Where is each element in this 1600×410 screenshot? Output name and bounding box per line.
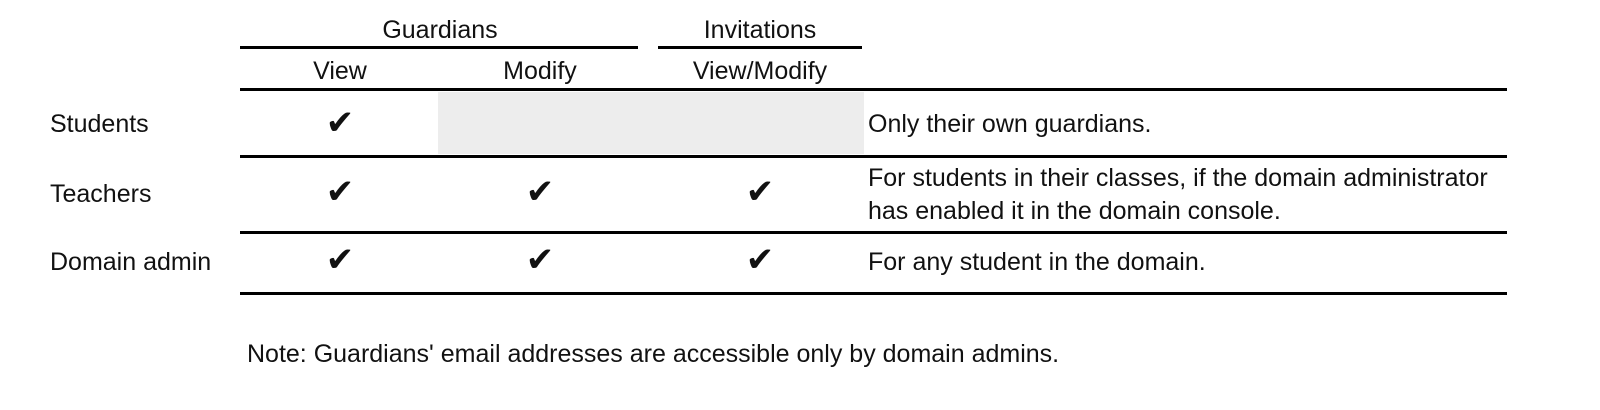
row-label-teachers-text: Teachers <box>50 180 152 208</box>
check-teachers-guardians-modify: ✔ <box>500 175 580 209</box>
spanner-header-guardians: Guardians <box>280 14 600 46</box>
check-students-guardians-view: ✔ <box>300 106 380 140</box>
row-label-domain-admin: Domain admin <box>50 246 211 278</box>
table-bottom-rule <box>240 292 1507 295</box>
check-teachers-invitations-view-modify: ✔ <box>720 175 800 209</box>
row-rule-after-teachers <box>240 231 1507 234</box>
check-domain-admin-guardians-view: ✔ <box>300 243 380 277</box>
row-label-students: Students <box>50 108 149 140</box>
row-description-domain-admin-text: For any student in the domain. <box>868 248 1206 276</box>
column-header-guardians-modify-label: Modify <box>503 57 577 85</box>
row-description-teachers: For students in their classes, if the do… <box>868 162 1513 228</box>
check-icon: ✔ <box>745 240 775 280</box>
row-rule-after-students <box>240 155 1507 158</box>
check-icon: ✔ <box>325 103 355 143</box>
check-domain-admin-guardians-modify: ✔ <box>500 243 580 277</box>
spanner-header-invitations: Invitations <box>640 14 880 46</box>
row-description-students: Only their own guardians. <box>868 108 1151 140</box>
row-description-teachers-text: For students in their classes, if the do… <box>868 164 1488 225</box>
column-header-invitations-view-modify-label: View/Modify <box>692 57 828 85</box>
row-description-domain-admin: For any student in the domain. <box>868 246 1206 278</box>
spanner-header-invitations-label: Invitations <box>703 16 817 44</box>
check-icon: ✔ <box>525 172 555 212</box>
column-header-guardians-view: View <box>260 55 420 87</box>
row-label-domain-admin-text: Domain admin <box>50 248 212 276</box>
header-bottom-rule <box>240 88 1507 91</box>
row-description-students-text: Only their own guardians. <box>868 110 1152 138</box>
spanner-rule-invitations <box>658 46 862 49</box>
column-header-guardians-view-label: View <box>313 57 367 85</box>
check-icon: ✔ <box>525 240 555 280</box>
column-header-invitations-view-modify: View/Modify <box>650 55 870 87</box>
check-icon: ✔ <box>325 172 355 212</box>
row-students-disabled-cells-shading <box>438 92 864 154</box>
spanner-header-guardians-label: Guardians <box>382 16 498 44</box>
check-icon: ✔ <box>745 172 775 212</box>
table-footnote-text: Note: Guardians' email addresses are acc… <box>247 340 1060 368</box>
column-header-guardians-modify: Modify <box>450 55 630 87</box>
row-label-students-text: Students <box>50 110 149 138</box>
row-label-teachers: Teachers <box>50 178 151 210</box>
spanner-rule-guardians <box>240 46 638 49</box>
table-footnote: Note: Guardians' email addresses are acc… <box>247 340 1059 369</box>
check-domain-admin-invitations-view-modify: ✔ <box>720 243 800 277</box>
check-icon: ✔ <box>325 240 355 280</box>
check-teachers-guardians-view: ✔ <box>300 175 380 209</box>
